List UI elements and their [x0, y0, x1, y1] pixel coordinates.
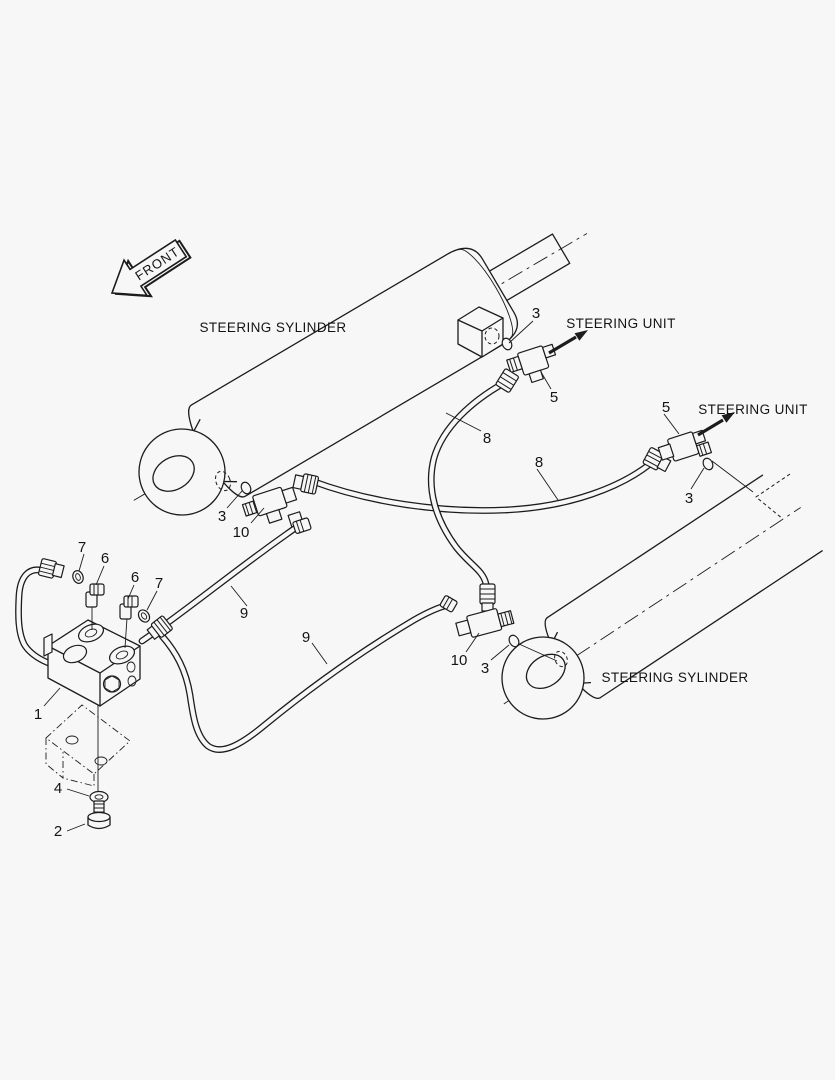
- valve-port-left: [77, 623, 105, 643]
- hose8-nut-bottom: [479, 583, 496, 612]
- callout-5-right: 5: [662, 399, 670, 416]
- hose9-nut-far-left: [38, 558, 65, 579]
- callout-6-mid: 6: [131, 569, 139, 586]
- bolt: [87, 800, 111, 830]
- hose-9-right: [158, 601, 452, 753]
- callout-4: 4: [54, 780, 62, 797]
- label-steering-cylinder-top: STEERING SYLINDER: [199, 320, 346, 335]
- callout-3-bottom: 3: [481, 660, 489, 677]
- elbow-6-left: [85, 583, 105, 630]
- tee-fitting-bottom: [439, 583, 558, 662]
- steering-unit-arrow-right: [697, 412, 735, 437]
- callout-7-left: 7: [78, 539, 86, 556]
- front-arrow: FRONT: [110, 238, 192, 298]
- callout-3-top: 3: [532, 305, 540, 322]
- hose9-elbow-left: [287, 511, 312, 534]
- mounting-bracket: [45, 704, 131, 787]
- elbow-6-mid: [119, 595, 139, 649]
- hose8-nut-left: [292, 473, 320, 495]
- valve-block: [43, 619, 141, 707]
- leader-lines: [43, 320, 705, 832]
- cylinder-eye: [138, 428, 226, 516]
- o-ring-3-right: [702, 457, 714, 471]
- callout-5-top: 5: [550, 389, 558, 406]
- bottom-steering-cylinder: [501, 474, 823, 720]
- callout-10-bottom: 10: [451, 652, 468, 669]
- callout-8-right: 8: [535, 454, 543, 471]
- hose-8-lower: [308, 460, 654, 514]
- callout-10-left: 10: [233, 524, 250, 541]
- hose9-nut-mid: [146, 615, 173, 640]
- valve-port-right: [108, 645, 136, 665]
- port-block: [457, 306, 504, 358]
- o-ring-3-top: [501, 337, 513, 351]
- o-ring-3-left: [240, 481, 252, 495]
- label-steering-unit-right: STEERING UNIT: [698, 402, 807, 417]
- hose9-elbow-bottom: [439, 595, 458, 613]
- callout-2: 2: [54, 823, 62, 840]
- callout-8-left: 8: [483, 430, 491, 447]
- hex-plug: [102, 675, 122, 693]
- o-ring-7-left: [72, 570, 84, 584]
- callout-6-left: 6: [101, 550, 109, 567]
- o-ring-7-mid: [137, 609, 151, 623]
- hose8-nut-top: [495, 368, 519, 393]
- callout-3-right: 3: [685, 490, 693, 507]
- callout-9-lower: 9: [302, 629, 310, 646]
- callout-9-upper: 9: [240, 605, 248, 622]
- label-steering-unit-top: STEERING UNIT: [566, 316, 675, 331]
- callout-7-mid: 7: [155, 575, 163, 592]
- hidden-port-break: [755, 473, 791, 520]
- label-steering-cylinder-bottom: STEERING SYLINDER: [601, 670, 748, 685]
- hose-8-upper: [427, 379, 508, 588]
- o-ring-3-bottom: [508, 634, 520, 648]
- top-steering-cylinder: [133, 233, 588, 516]
- fitting-5-top: [495, 337, 557, 393]
- hose-9-left: [15, 522, 302, 675]
- steering-unit-arrow-top: [548, 330, 588, 355]
- cylinder-eye: [501, 636, 585, 720]
- cylinder-port-dashed: [215, 470, 231, 492]
- callout-1: 1: [34, 706, 42, 723]
- fitting-5-right: [642, 429, 754, 493]
- tee-fitting-left: [240, 473, 320, 534]
- callout-3-left: 3: [218, 508, 226, 525]
